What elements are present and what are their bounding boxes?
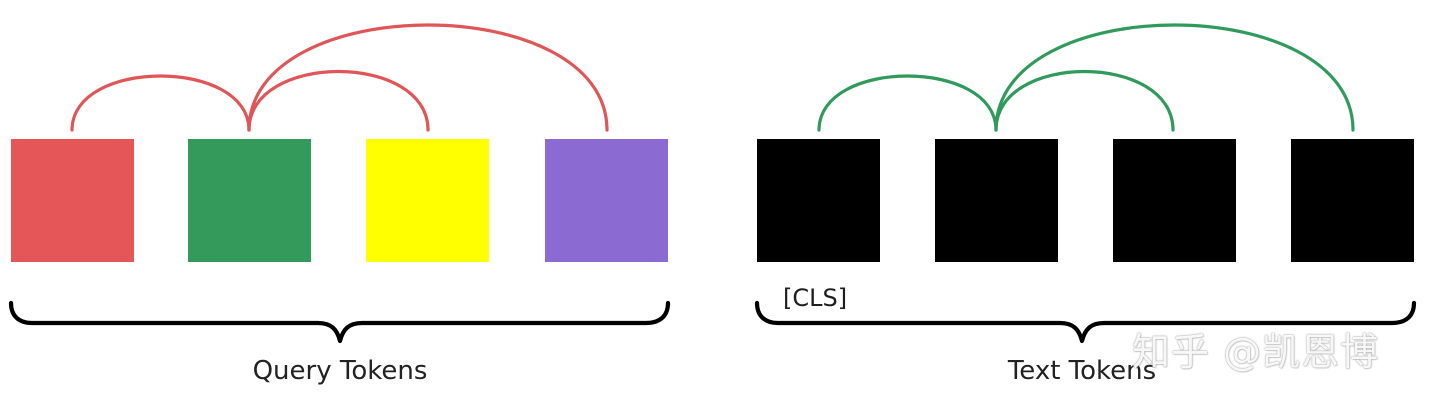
query-token-2 [188,139,311,262]
query-arc-1-2 [70,74,251,132]
query-token-1 [11,139,134,262]
text-token-1 [757,139,880,262]
query-token-3 [366,139,489,262]
query-arc-2-4 [247,23,609,132]
group-braces [8,300,1417,344]
watermark-text: 知乎 @凯恩博 [1132,330,1380,374]
text-tokens-label: Text Tokens [1007,356,1157,386]
query-tokens-label: Query Tokens [252,356,428,386]
query-token-4 [545,139,668,262]
text-tokens-brace [754,300,1417,344]
query-arc-2-3 [247,70,430,132]
text-token-4 [1291,139,1414,262]
cls-label: [CLS] [783,284,848,312]
query-token-attention-arcs [70,23,609,132]
text-token-2 [935,139,1058,262]
text-token-attention-arcs [817,23,1355,132]
text-token-3 [1113,139,1236,262]
text-arc-2-4 [994,23,1355,132]
text-tokens [757,139,1414,262]
query-tokens [11,139,668,262]
text-arc-1-2 [817,74,998,132]
query-tokens-brace [8,300,671,344]
text-arc-2-3 [994,70,1175,132]
